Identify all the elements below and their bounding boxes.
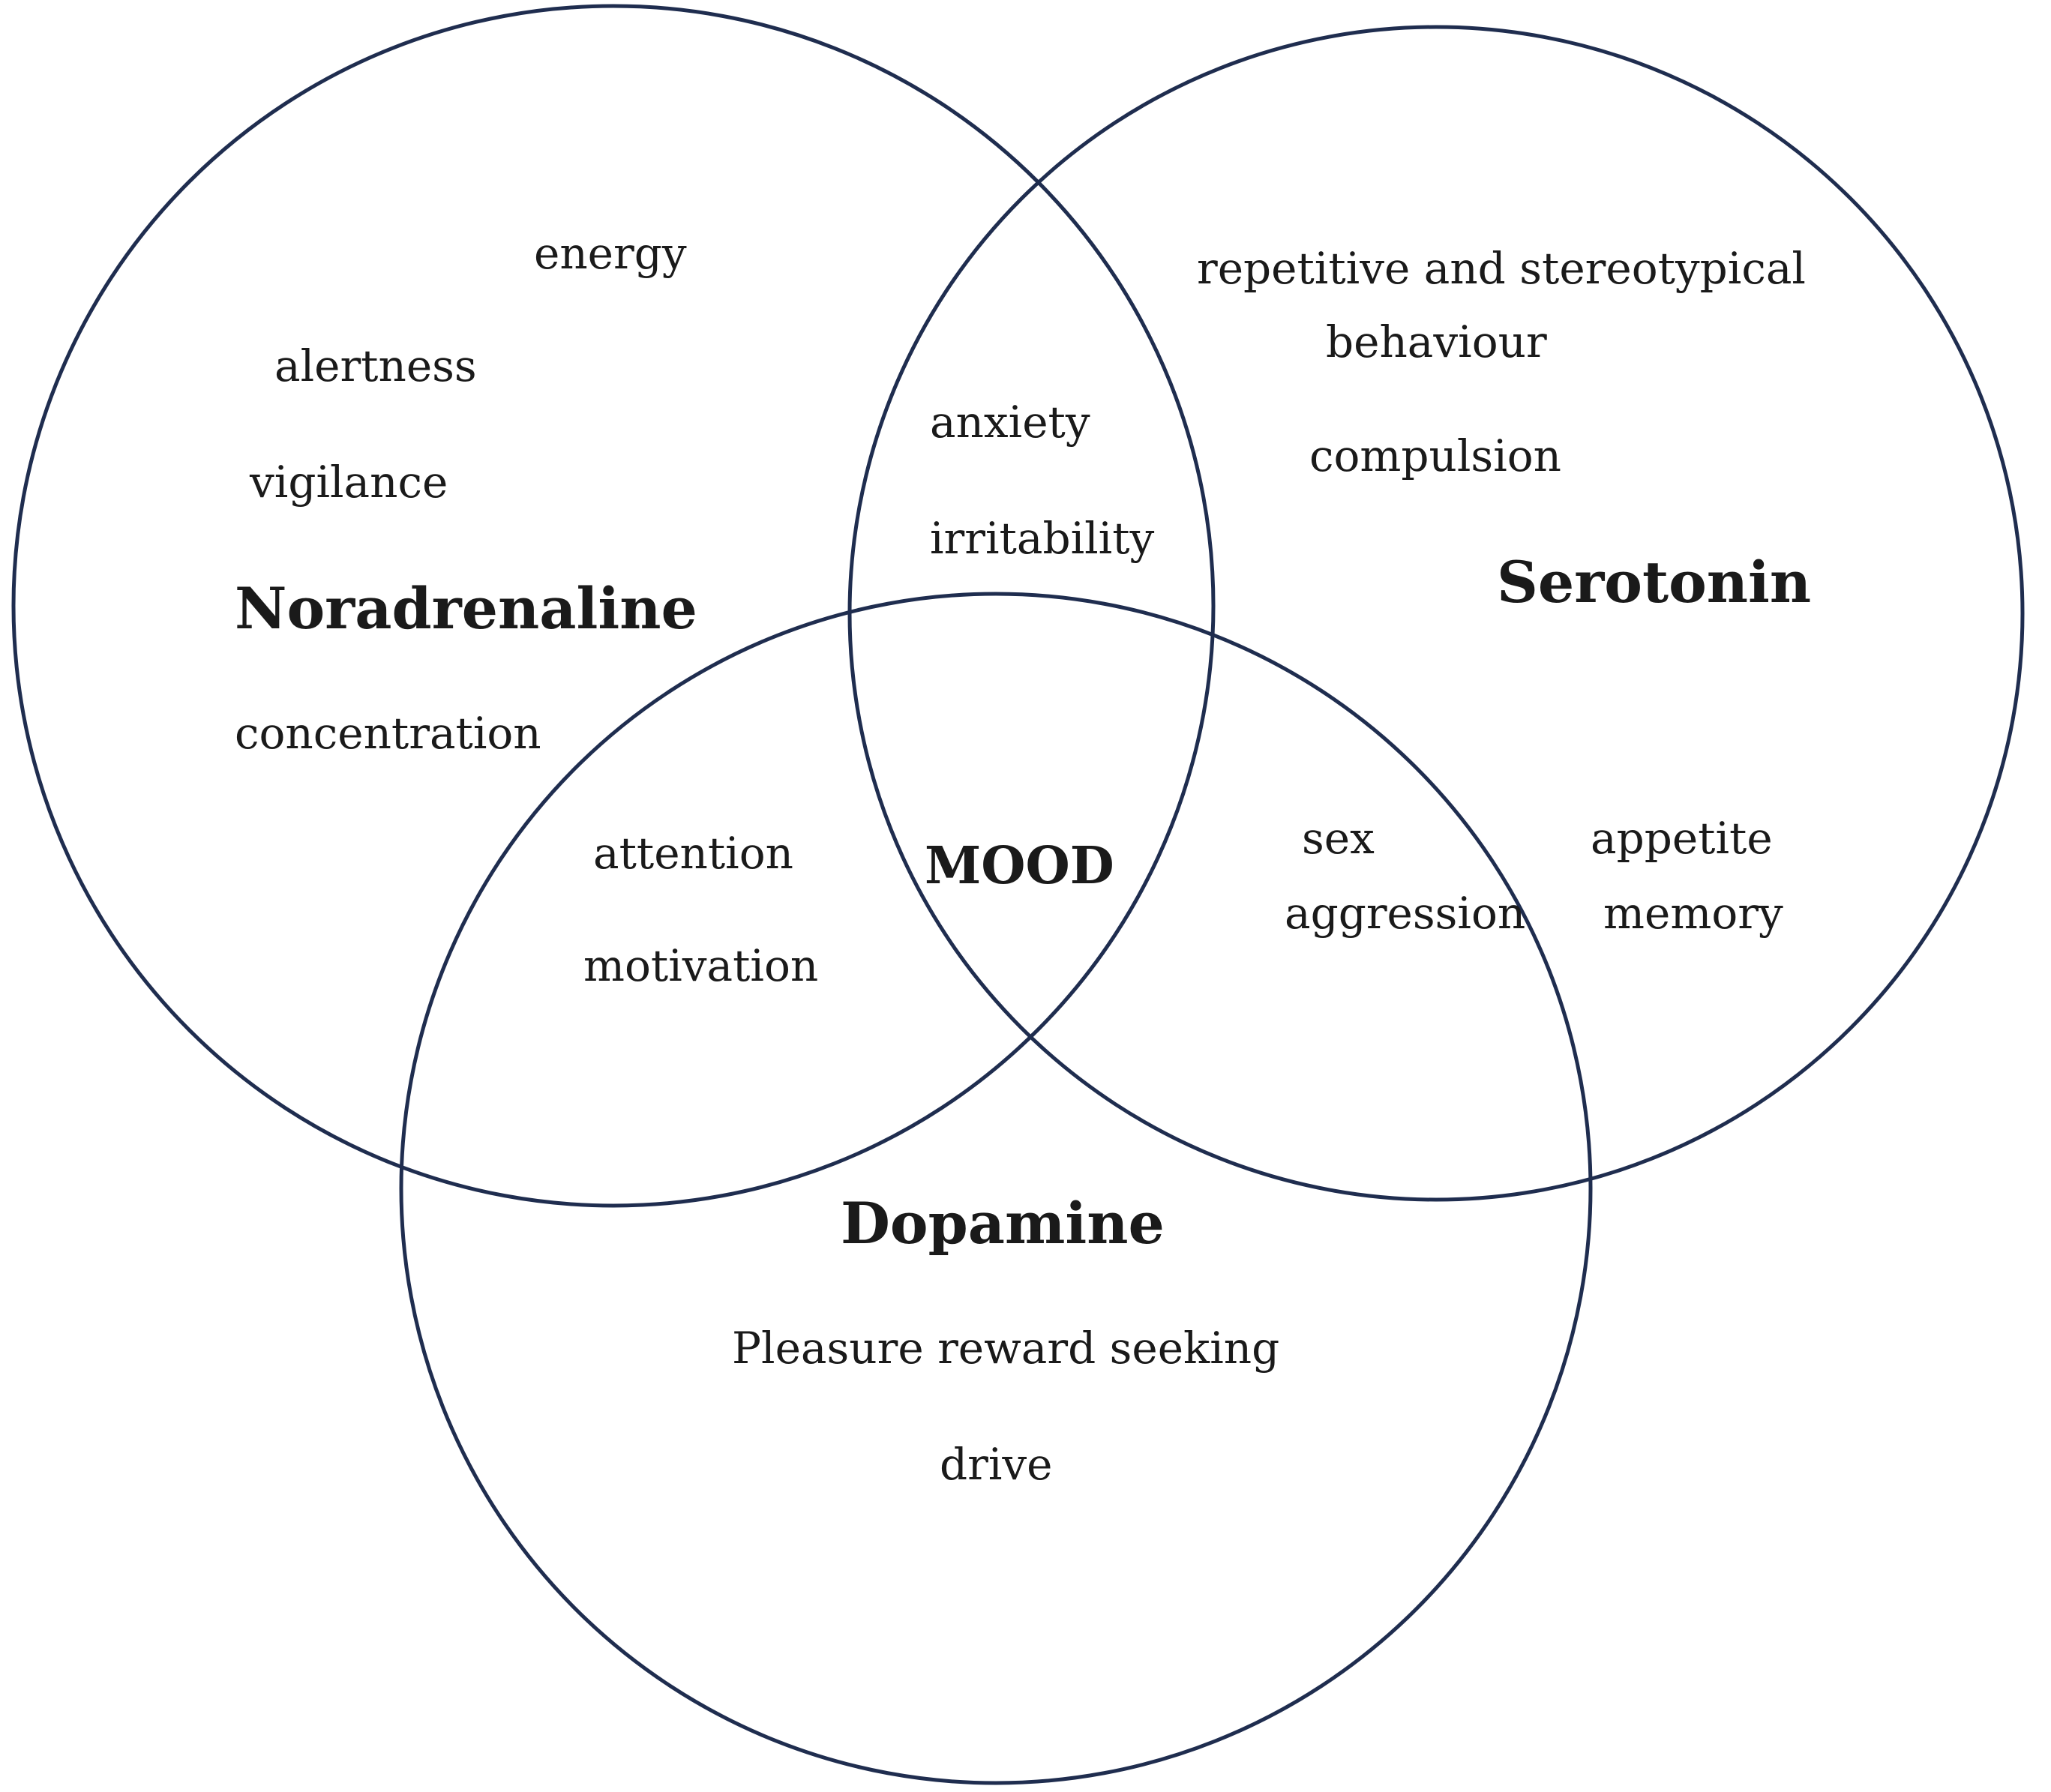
term-pleasure-reward-seeking: Pleasure reward seeking [732, 1323, 1279, 1374]
term-motivation: motivation [583, 940, 818, 991]
dopamine-circle [399, 592, 1593, 1785]
term-alertness: alertness [274, 340, 477, 391]
term-drive: drive [940, 1439, 1053, 1490]
term-compulsion: compulsion [1309, 430, 1561, 481]
term-sex: sex [1302, 813, 1375, 864]
term-aggression: aggression [1285, 888, 1525, 939]
noradrenaline-circle [11, 4, 1216, 1208]
serotonin-title: Serotonin [1497, 549, 1811, 616]
term-concentration: concentration [235, 708, 541, 759]
term-appetite: appetite [1591, 813, 1773, 864]
term-anxiety: anxiety [930, 397, 1090, 448]
serotonin-circle [847, 25, 2025, 1202]
term-memory: memory [1603, 888, 1783, 939]
term-behaviour: behaviour [1326, 316, 1547, 367]
noradrenaline-title: Noradrenaline [235, 575, 697, 642]
term-attention: attention [593, 828, 793, 879]
term-irritability: irritability [930, 513, 1155, 564]
term-vigilance: vigilance [249, 457, 448, 508]
term-repetitive: repetitive and stereotypical [1197, 243, 1806, 294]
dopamine-title: Dopamine [841, 1190, 1165, 1257]
term-energy: energy [534, 228, 687, 279]
center-label-mood: MOOD [925, 836, 1114, 896]
